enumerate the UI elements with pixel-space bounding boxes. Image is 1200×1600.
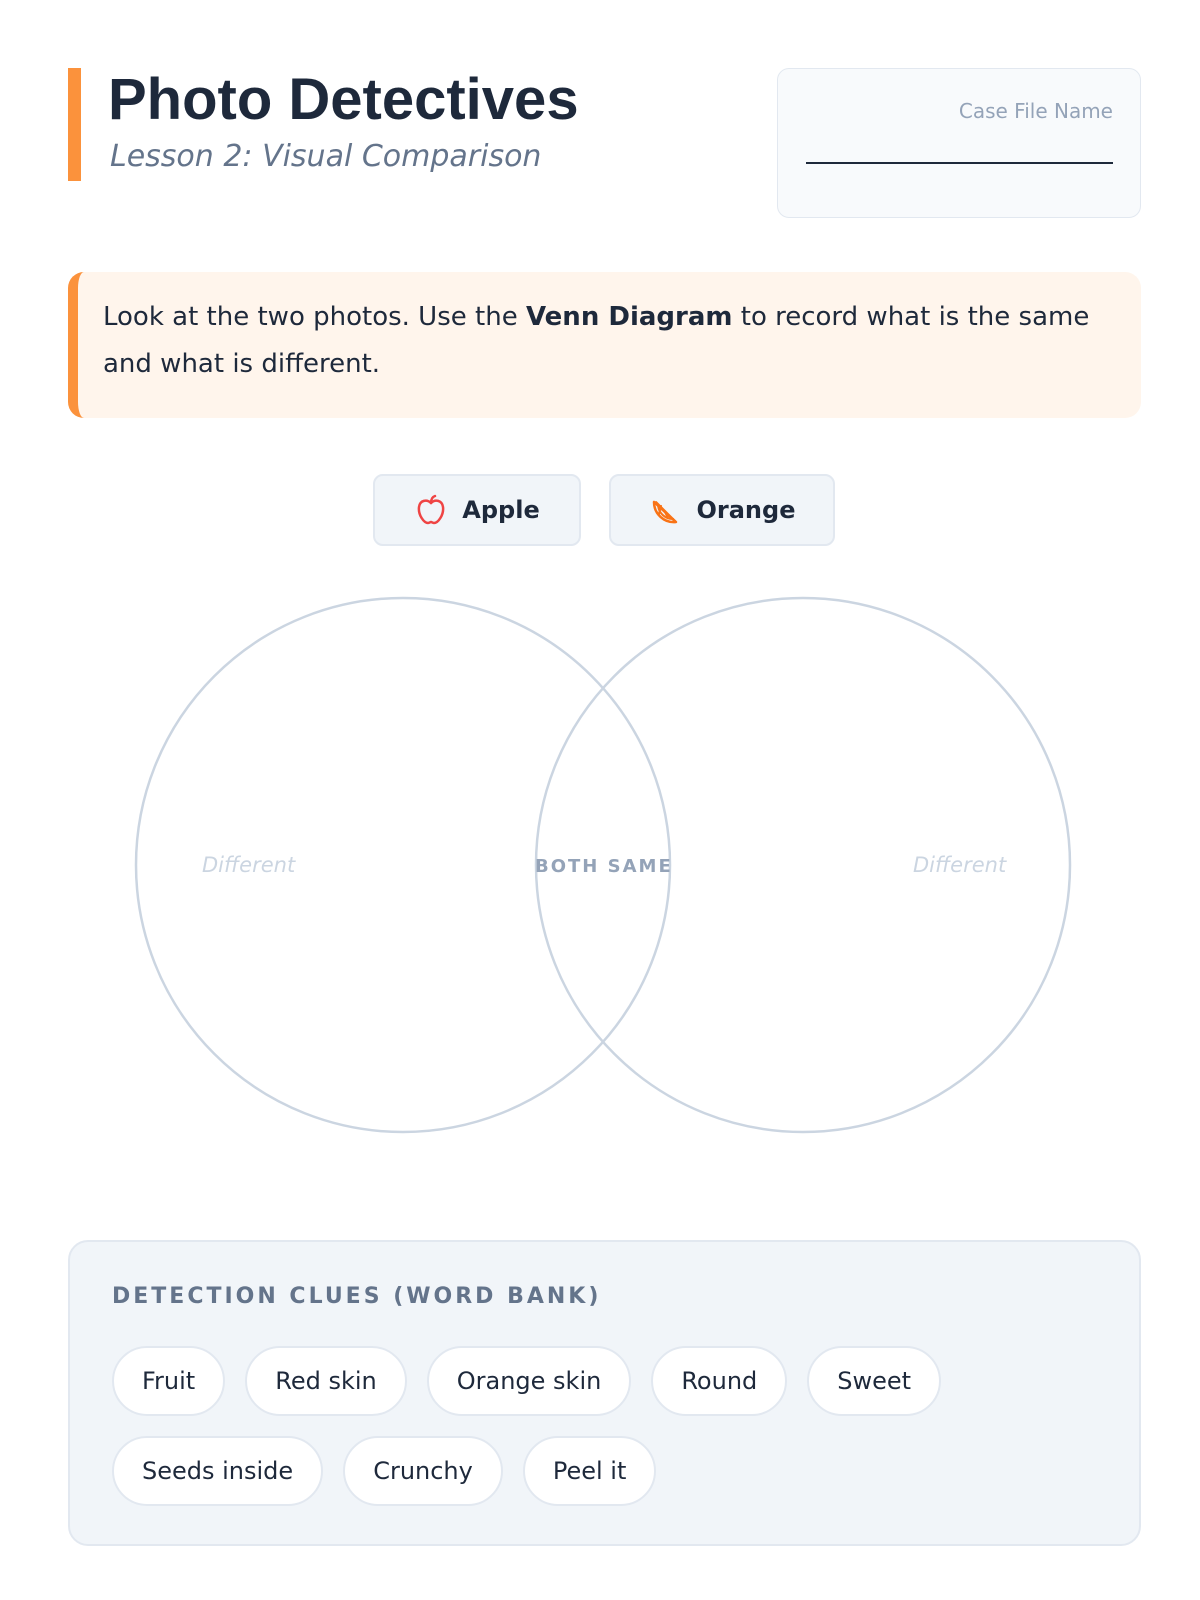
legend-orange-label: Orange — [696, 496, 796, 524]
legend-apple-label: Apple — [462, 496, 540, 524]
legend-orange[interactable]: Orange — [609, 474, 835, 546]
word-chip[interactable]: Orange skin — [426, 1346, 632, 1416]
venn-circle-right[interactable] — [534, 596, 1072, 1134]
venn-left-label: Different — [202, 853, 296, 877]
case-file-write-line[interactable] — [806, 162, 1113, 164]
word-chip[interactable]: Crunchy — [343, 1436, 503, 1506]
word-chip[interactable]: Round — [651, 1346, 788, 1416]
case-file-box[interactable]: Case File Name — [777, 68, 1141, 218]
page-subtitle: Lesson 2: Visual Comparison — [110, 139, 542, 174]
instruction-callout: Look at the two photos. Use the Venn Dia… — [68, 272, 1141, 418]
case-file-label: Case File Name — [958, 99, 1113, 123]
orange-slice-icon — [649, 493, 683, 527]
instruction-text-after: to record what is the same and what is d… — [103, 302, 1090, 379]
word-chip[interactable]: Red skin — [245, 1346, 407, 1416]
legend-apple[interactable]: Apple — [373, 474, 581, 546]
title-accent-bar — [68, 68, 81, 181]
word-bank-title: DETECTION CLUES (WORD BANK) — [112, 1284, 602, 1309]
venn-diagram[interactable] — [130, 595, 1076, 1135]
instruction-text-bold: Venn Diagram — [525, 302, 733, 332]
word-chip[interactable]: Fruit — [112, 1346, 226, 1416]
apple-icon — [414, 493, 448, 527]
venn-center-label: BOTH SAME — [535, 856, 673, 877]
word-chip[interactable]: Seeds inside — [112, 1436, 324, 1506]
word-bank-chips: Fruit Red skin Orange skin Round Sweet S… — [112, 1346, 1112, 1506]
word-chip[interactable]: Sweet — [807, 1346, 942, 1416]
venn-right-label: Different — [913, 853, 1007, 877]
instruction-text-before: Look at the two photos. Use the — [103, 302, 526, 332]
word-bank: DETECTION CLUES (WORD BANK) Fruit Red sk… — [68, 1240, 1141, 1546]
venn-circle-left[interactable] — [134, 596, 672, 1134]
word-chip[interactable]: Peel it — [522, 1436, 657, 1506]
page-title: Photo Detectives — [108, 67, 579, 132]
